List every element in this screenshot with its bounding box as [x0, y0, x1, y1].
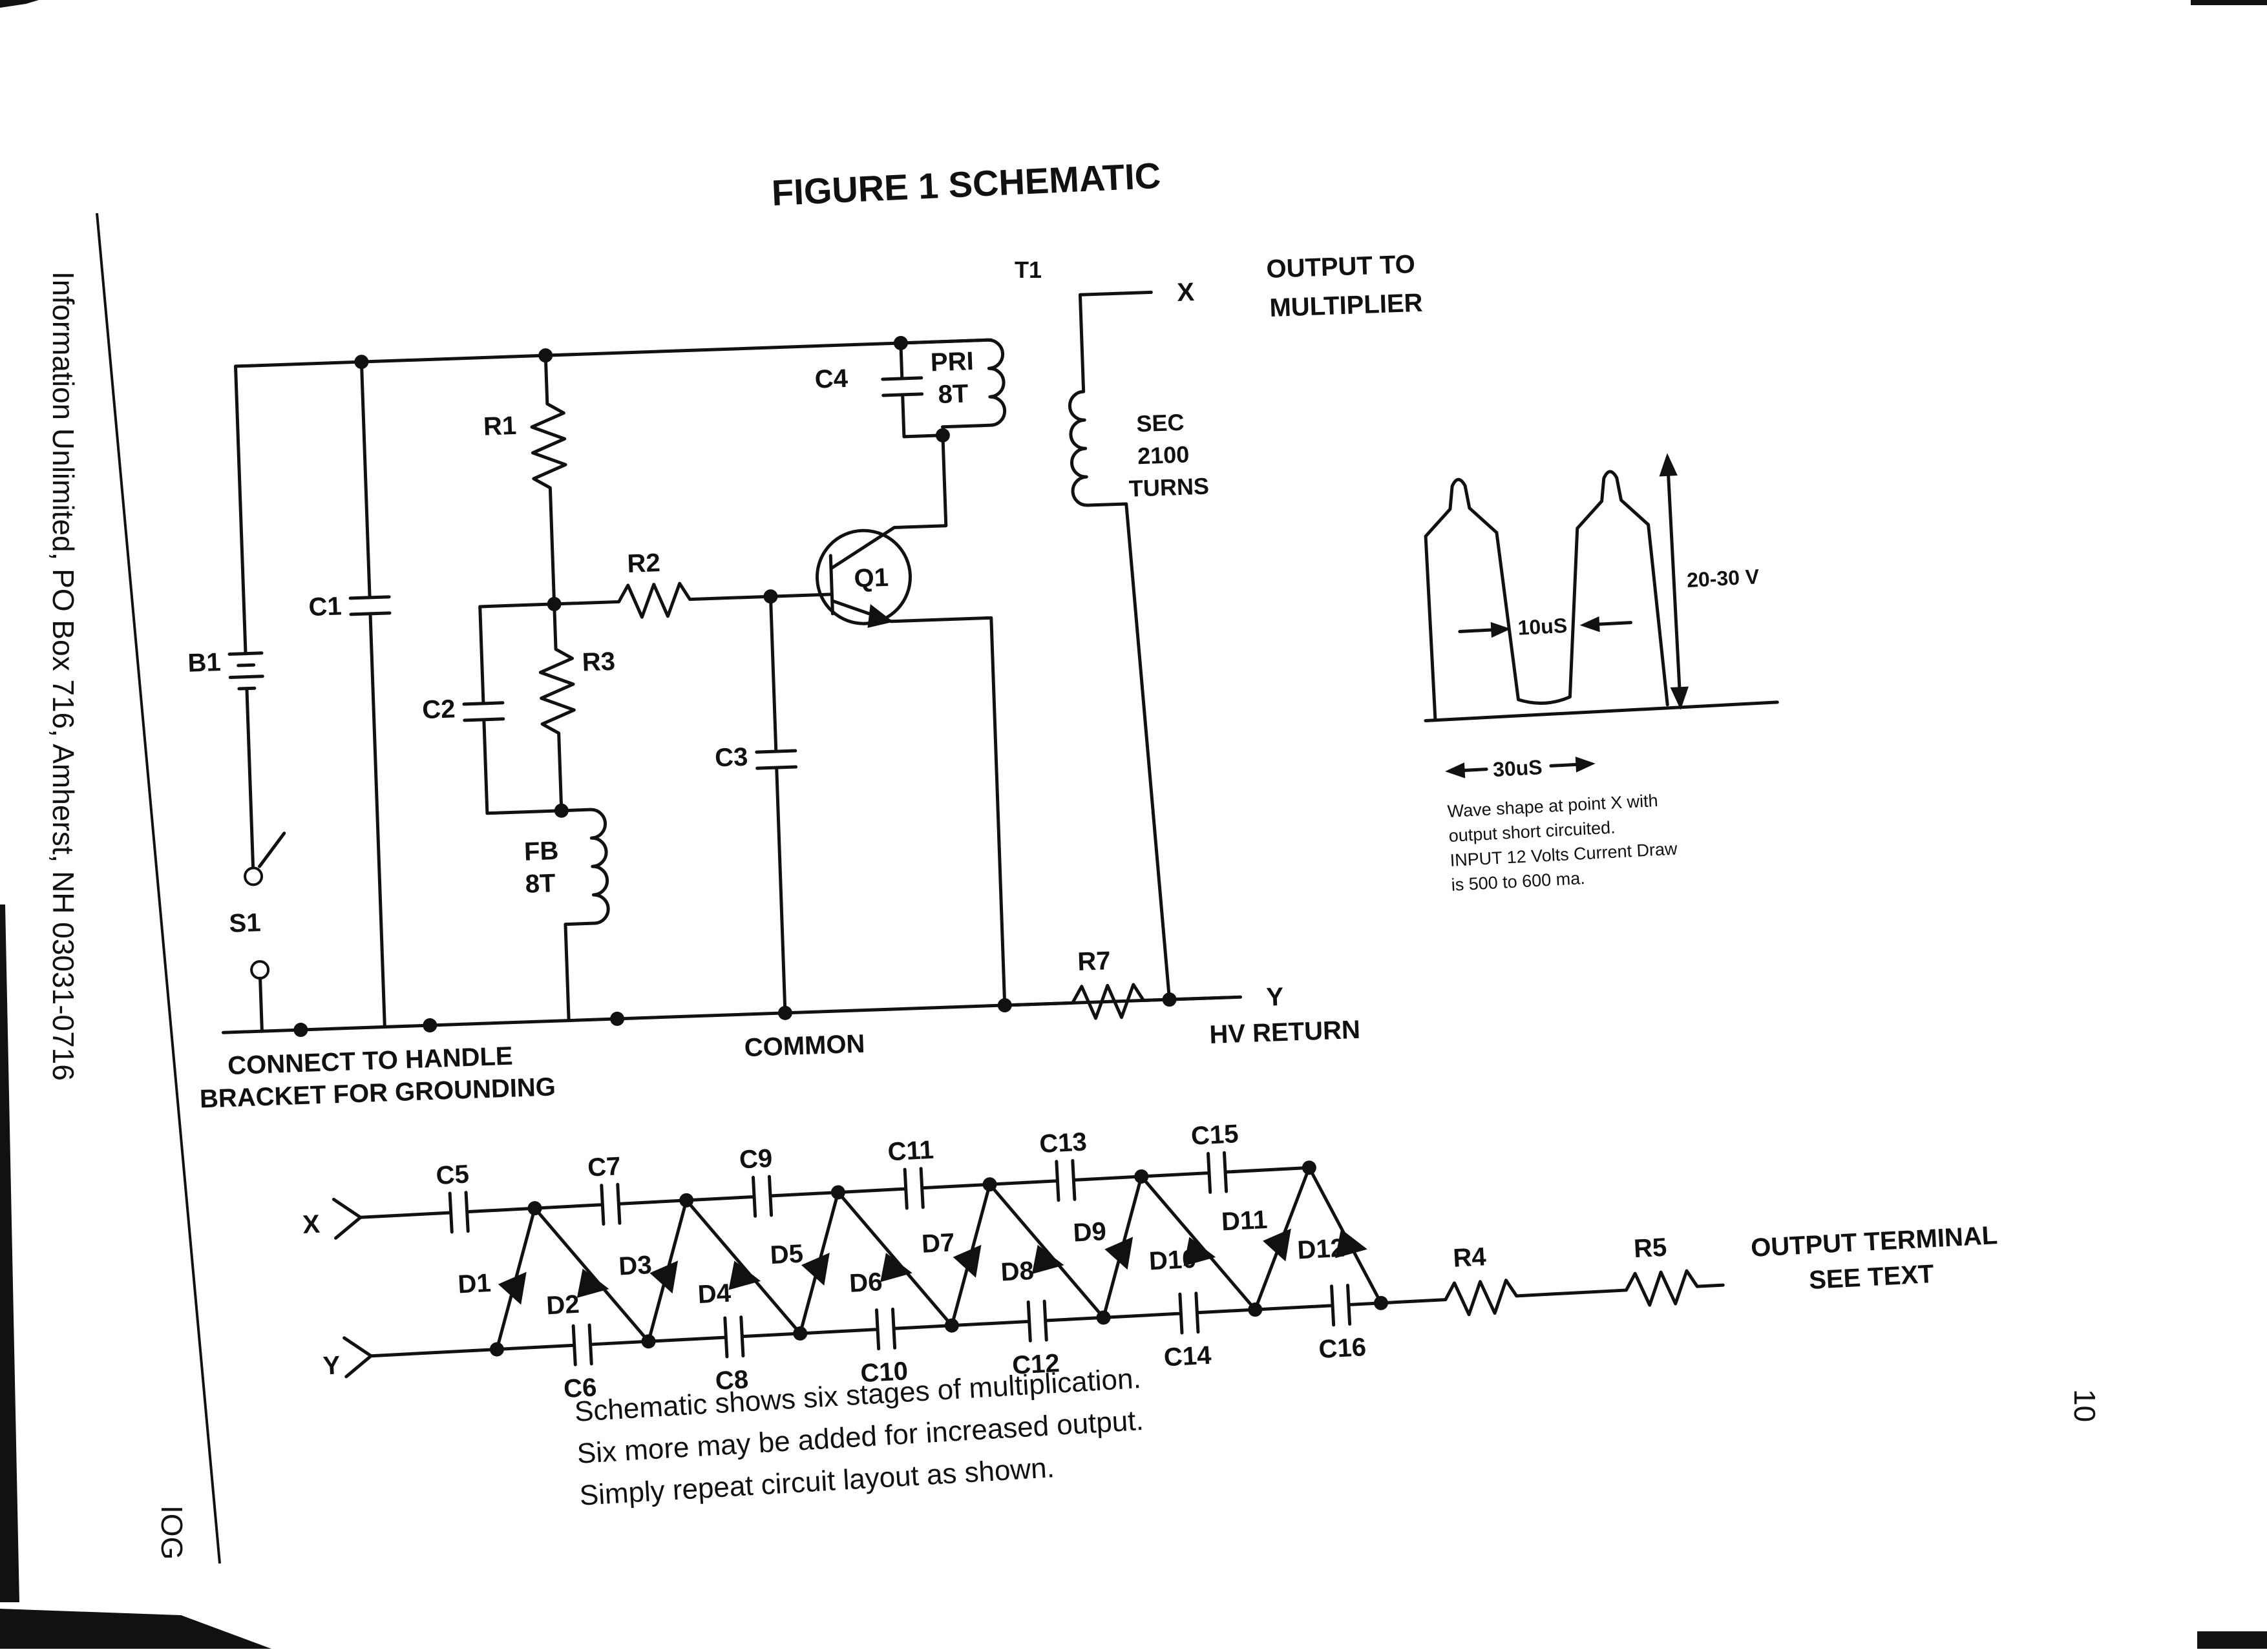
c2-label: C2 [421, 695, 456, 724]
q1-label: Q1 [854, 563, 889, 593]
c3-label: C3 [714, 743, 748, 773]
document-code: IOG [155, 1505, 189, 1560]
cap-c12-label: C12 [1011, 1349, 1060, 1380]
r4-label: R4 [1452, 1242, 1487, 1273]
diode-d11-label: D11 [1221, 1206, 1268, 1237]
mult-y-label: Y [322, 1351, 341, 1380]
diode-d4-label: D4 [697, 1279, 732, 1309]
s1-label: S1 [229, 908, 261, 938]
pri-label: PRI [930, 347, 974, 377]
oscillator-circuit: B1 S1 C1 R1 C2 R3 FB 8T R2 C3 Q1 [187, 278, 1361, 1113]
waveform-note: Wave shape at point X with output short … [1447, 791, 1678, 895]
voltage-multiplier: X Y R4 R5 [302, 1120, 1725, 1404]
waveform-note-line1: Wave shape at point X with [1447, 791, 1658, 821]
c1-label: C1 [308, 592, 343, 622]
diode-d2-label: D2 [545, 1290, 580, 1321]
x-terminal-label: X [1177, 278, 1196, 307]
hv-return-label: HV RETURN [1209, 1016, 1361, 1049]
output-terminal-label: OUTPUT TERMINAL [1750, 1221, 1998, 1262]
diode-d6-label: D6 [849, 1268, 883, 1298]
y-terminal-label: Y [1266, 983, 1285, 1012]
output-to-label: OUTPUT TO [1266, 250, 1416, 284]
cap-c9-label: C9 [739, 1144, 773, 1175]
cap-c8-label: C8 [715, 1365, 749, 1396]
see-text-label: SEE TEXT [1808, 1260, 1934, 1295]
sec-turns-label: 2100 [1137, 441, 1189, 470]
period-label: 30uS [1492, 755, 1543, 781]
diode-d10-label: D10 [1148, 1245, 1197, 1276]
diode-d7-label: D7 [921, 1228, 955, 1259]
diode-d1-label: D1 [457, 1269, 491, 1299]
diode-d3-label: D3 [618, 1251, 652, 1281]
waveform-note-line2: output short circuited. [1448, 817, 1616, 845]
b1-label: B1 [187, 648, 222, 678]
publisher-address: Information Unlimited, PO Box 716, Amher… [47, 271, 80, 1081]
fb-label: FB [523, 837, 559, 866]
pulse-width-label: 10uS [1517, 614, 1568, 640]
cap-c15-label: C15 [1190, 1120, 1239, 1151]
turns-label: TURNS [1128, 472, 1209, 501]
figure-title: FIGURE 1 SCHEMATIC [771, 155, 1162, 213]
cap-c14-label: C14 [1163, 1341, 1212, 1372]
cap-c16-label: C16 [1318, 1333, 1367, 1364]
t1-label: T1 [1015, 256, 1042, 283]
r3-label: R3 [582, 647, 616, 677]
r5-label: R5 [1633, 1233, 1667, 1264]
diode-d9-label: D9 [1073, 1217, 1107, 1248]
connect-label-line1: CONNECT TO HANDLE [227, 1042, 514, 1080]
common-label: COMMON [744, 1030, 865, 1062]
diode-d5-label: D5 [770, 1240, 804, 1270]
mult-x-label: X [302, 1210, 321, 1239]
cap-c5-label: C5 [436, 1160, 470, 1190]
footnote: Schematic shows six stages of multiplica… [574, 1363, 1144, 1512]
page-number: 10 [2068, 1389, 2102, 1422]
waveform-note-line4: is 500 to 600 ma. [1451, 868, 1585, 895]
c4-label: C4 [814, 364, 849, 394]
amplitude-label: 20-30 V [1686, 565, 1760, 592]
r1-label: R1 [483, 412, 517, 441]
diode-d12-label: D12 [1296, 1234, 1345, 1265]
pri-turns-label: 8T [938, 379, 969, 409]
r7-label: R7 [1077, 946, 1112, 976]
cap-c7-label: C7 [587, 1152, 621, 1182]
r2-label: R2 [627, 549, 661, 578]
diode-d8-label: D8 [1000, 1257, 1035, 1287]
cap-c6-label: C6 [563, 1374, 597, 1404]
cap-c10-label: C10 [859, 1357, 909, 1388]
fb-turns-label: 8T [525, 869, 556, 899]
multiplier-label: MULTIPLIER [1269, 289, 1424, 322]
cap-c13-label: C13 [1039, 1127, 1088, 1158]
cap-c11-label: C11 [887, 1136, 934, 1167]
waveform-diagram: 10uS 30uS 20-30 V [1424, 453, 1779, 781]
sec-label: SEC [1136, 409, 1185, 437]
